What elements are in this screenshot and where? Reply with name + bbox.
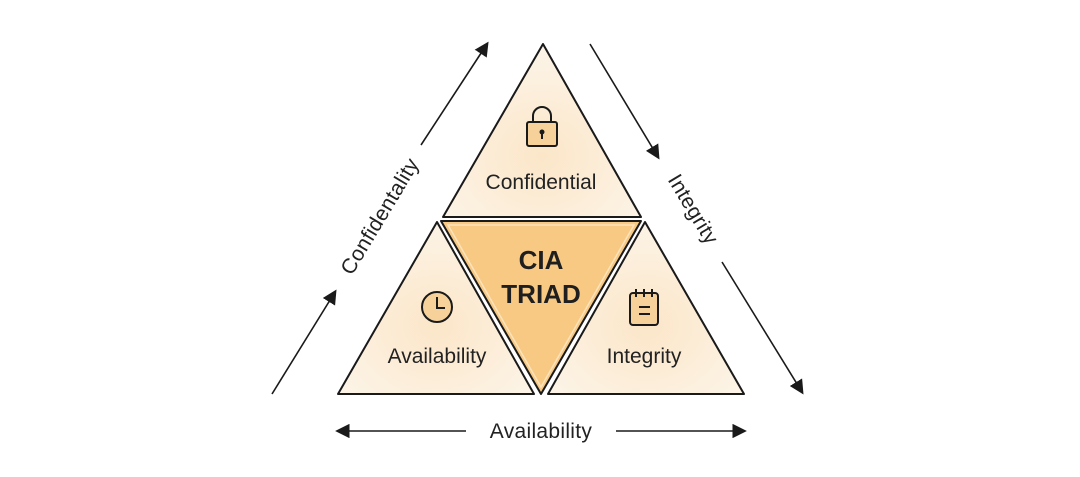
center-triad-segment [440,220,642,395]
center-label-line1: CIA [519,245,564,275]
center-label-line2: TRIAD [501,279,580,309]
right-arrow-lower [721,261,804,395]
confidential-label: Confidential [486,171,597,194]
lock-icon [526,106,558,147]
integrity-segment-label: Integrity [607,345,682,368]
right-arrow-upper [589,43,660,160]
left-arrow-lower [271,289,337,395]
availability-segment-label: Availability [388,345,487,368]
availability-bottom-label: Availability [490,420,593,443]
clock-icon [421,291,453,323]
integrity-side-label: Integrity [663,170,723,248]
confidentiality-side-label: Confidentality [336,154,424,279]
notepad-icon [629,289,659,326]
left-arrow-upper [420,41,489,146]
